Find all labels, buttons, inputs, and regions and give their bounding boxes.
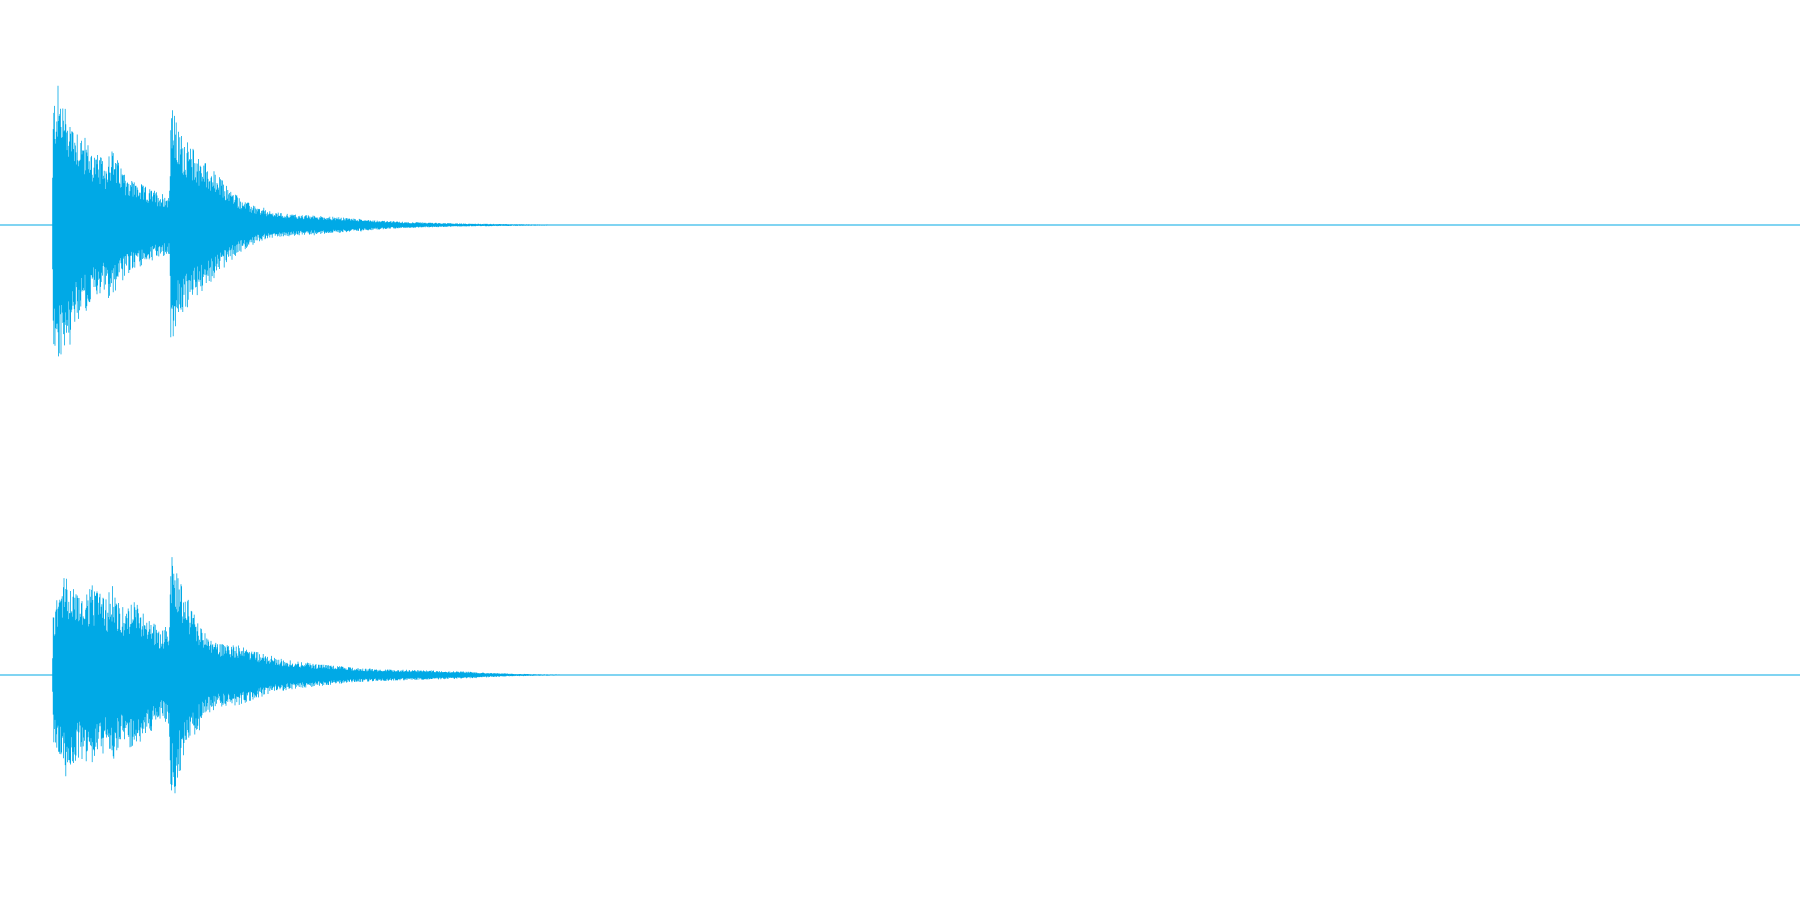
channel-1-signal	[52, 85, 634, 357]
channel-2-signal	[52, 557, 611, 794]
channel-1-waveform	[0, 85, 1800, 357]
channel-2-waveform	[0, 557, 1800, 794]
